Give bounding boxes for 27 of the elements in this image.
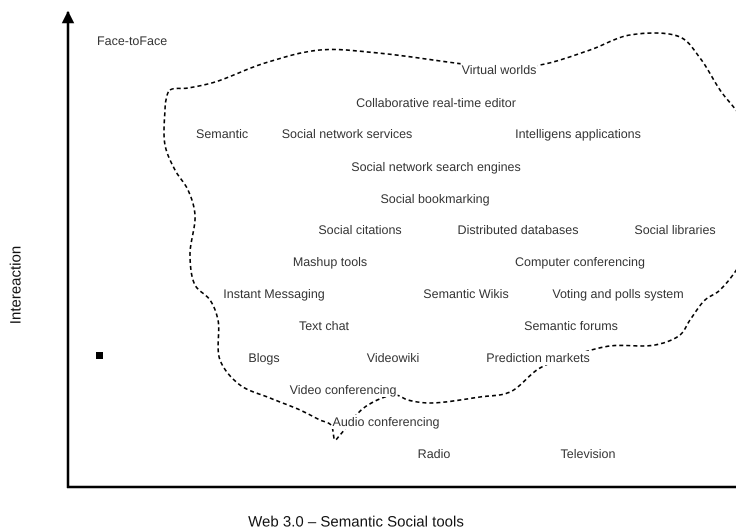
tool-label: Blogs bbox=[247, 351, 281, 365]
tool-label: Computer conferencing bbox=[514, 255, 646, 269]
tool-label: Social network services bbox=[280, 127, 414, 141]
tool-label: Social network search engines bbox=[350, 160, 522, 174]
tool-label: Social libraries bbox=[633, 223, 717, 237]
tool-label: Video conferencing bbox=[288, 383, 398, 397]
tool-label: Instant Messaging bbox=[222, 287, 326, 301]
tool-label: Collaborative real-time editor bbox=[355, 96, 517, 110]
x-axis-title: Web 3.0 – Semantic Social tools bbox=[248, 514, 464, 529]
tool-label: Face-toFace bbox=[96, 34, 168, 48]
tool-label: Mashup tools bbox=[292, 255, 368, 269]
tool-label: Semantic Wikis bbox=[422, 287, 510, 301]
tool-label: Virtual worlds bbox=[460, 63, 538, 77]
y-axis-title: Intereaction bbox=[8, 246, 24, 324]
tool-label: Semantic forums bbox=[523, 319, 619, 333]
tool-label: Intelligens applications bbox=[514, 127, 642, 141]
tool-label: Radio bbox=[416, 447, 452, 461]
tool-label: Distributed databases bbox=[456, 223, 580, 237]
tool-label: Audio conferencing bbox=[331, 415, 441, 429]
tool-label: Videowiki bbox=[366, 351, 420, 365]
tool-label: Social citations bbox=[317, 223, 403, 237]
tool-label: Semantic bbox=[195, 127, 250, 141]
tool-label: Text chat bbox=[298, 319, 350, 333]
tool-label: Television bbox=[560, 447, 616, 461]
tool-label: Social bookmarking bbox=[379, 192, 491, 206]
tool-label: Prediction markets bbox=[485, 351, 591, 365]
tool-label: Voting and polls system bbox=[551, 287, 685, 301]
